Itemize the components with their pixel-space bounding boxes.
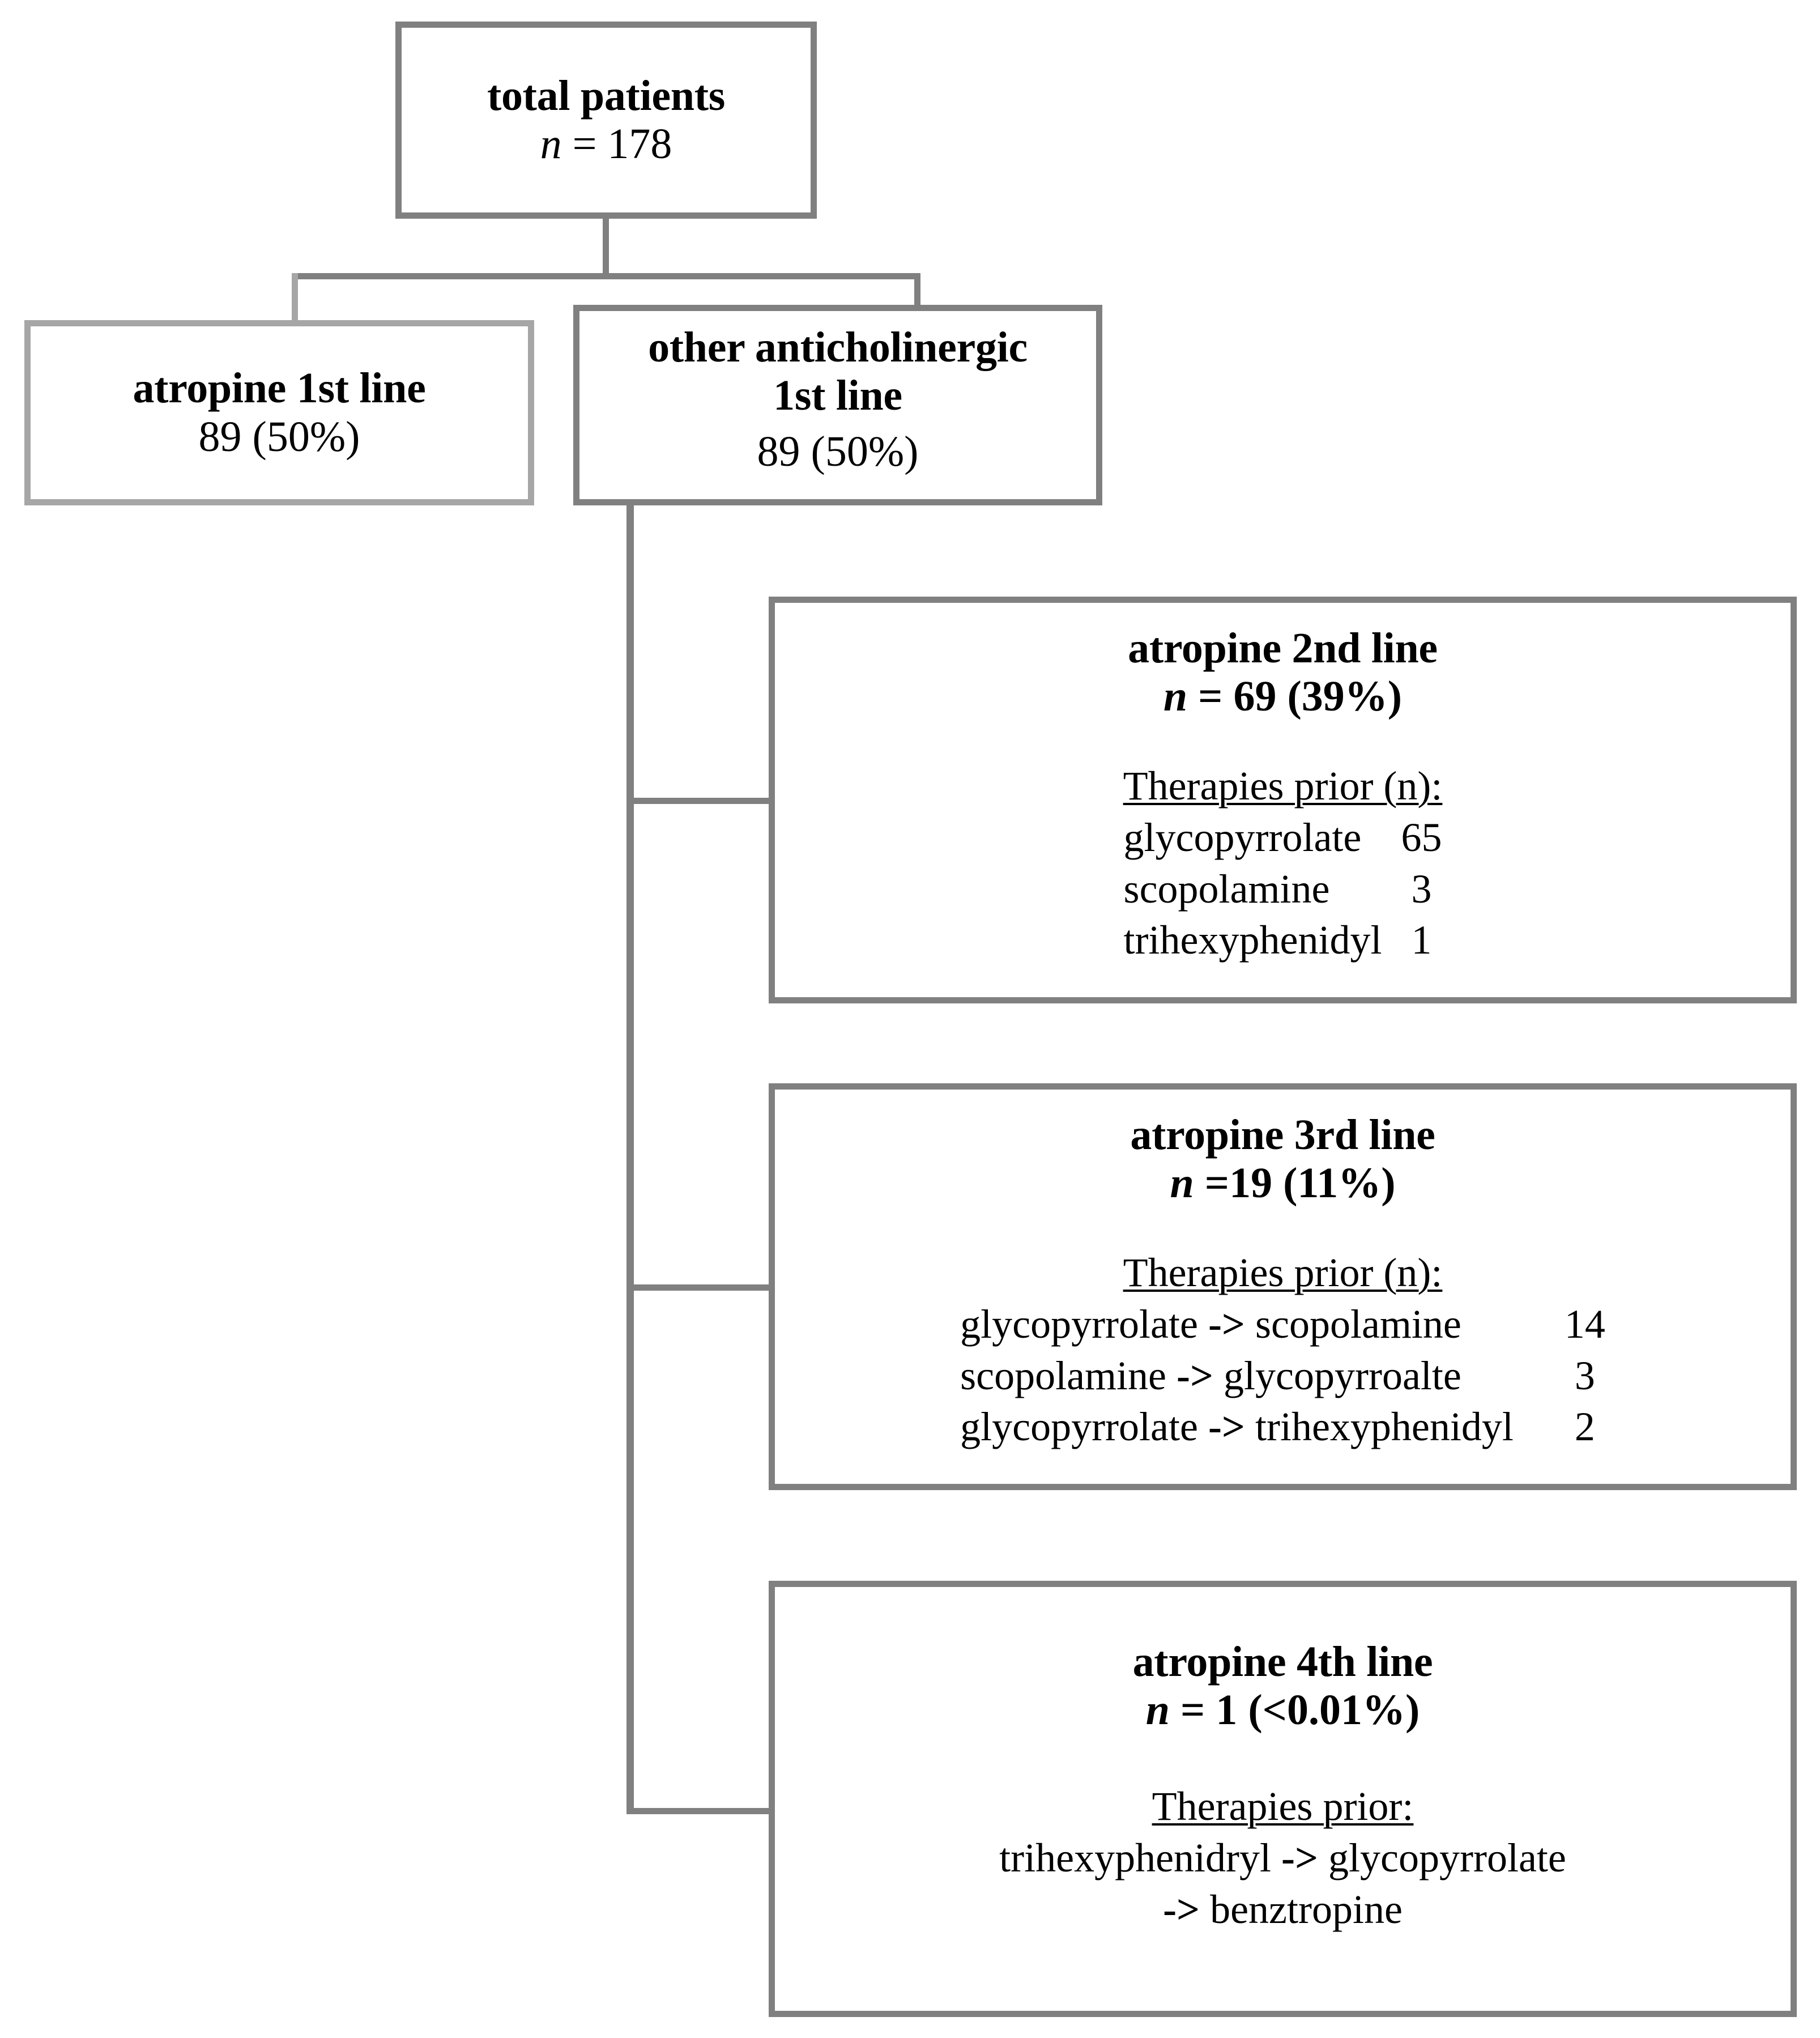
arrow-icon: -> — [1177, 1352, 1214, 1398]
node-atropine-3rd-line-count: n =19 (11%) — [1170, 1159, 1395, 1207]
connector-to-atropine-1st — [292, 273, 298, 322]
therapy-from: trihexyphenidryl — [999, 1835, 1282, 1881]
arrow-icon: -> — [1281, 1835, 1319, 1881]
node-other-anticholinergic-header-line1: other anticholinergic — [648, 324, 1028, 371]
therapy-count: 14 — [1564, 1301, 1605, 1347]
therapy-count: 2 — [1574, 1404, 1595, 1450]
therapy-regimen: glycopyrrolate -> trihexyphenidyl — [960, 1401, 1514, 1453]
therapy-from: scopolamine — [960, 1352, 1167, 1398]
node-other-anticholinergic-count: 89 (50%) — [757, 428, 919, 476]
connector-total-stem — [603, 215, 609, 278]
therapy-to: trihexyphenidyl — [1255, 1404, 1514, 1450]
connector-to-other-anticholinergic — [914, 273, 920, 334]
node-atropine-2nd-line-header: atropine 2nd line — [1128, 624, 1438, 672]
n-symbol: n — [1170, 1159, 1194, 1207]
node-atropine-2nd-line[interactable]: atropine 2nd line n = 69 (39%) Therapies… — [769, 597, 1797, 1003]
connector-to-atropine-3rd — [626, 1284, 775, 1291]
n-value: = 1 (<0.01%) — [1170, 1686, 1420, 1734]
node-atropine-3rd-line-therapies-label: Therapies prior (n): — [1123, 1250, 1443, 1296]
therapy-count: 3 — [1411, 866, 1432, 912]
node-atropine-3rd-line-header: atropine 3rd line — [1130, 1111, 1435, 1159]
node-atropine-4th-line-therapy-line1: trihexyphenidryl -> glycopyrrolate — [999, 1832, 1566, 1884]
node-total-patients-count: n = 178 — [540, 120, 672, 168]
therapy-name: scopolamine — [1123, 866, 1330, 912]
therapy-from: glycopyrrolate — [960, 1301, 1198, 1347]
connector-to-atropine-4th — [626, 1808, 775, 1814]
therapy-regimen: glycopyrrolate -> scopolamine — [960, 1299, 1514, 1350]
therapy-regimen: scopolamine -> glycopyrroalte — [960, 1350, 1514, 1402]
node-atropine-2nd-line-therapy-list: glycopyrrolate 65 scopolamine 3 trihexyp… — [1124, 812, 1442, 966]
therapy-name: trihexyphenidyl — [1123, 917, 1382, 963]
therapy-to: benztropine — [1200, 1886, 1403, 1932]
node-atropine-1st-line[interactable]: atropine 1st line 89 (50%) — [24, 320, 534, 505]
node-atropine-1st-line-header: atropine 1st line — [133, 364, 426, 412]
therapy-count: 1 — [1411, 917, 1432, 963]
node-atropine-2nd-line-count: n = 69 (39%) — [1163, 673, 1402, 721]
arrow-icon: -> — [1208, 1404, 1245, 1450]
connector-split-horizontal — [292, 273, 920, 279]
n-value: = 178 — [561, 120, 672, 168]
therapy-count: 3 — [1574, 1352, 1595, 1398]
node-total-patients[interactable]: total patients n = 178 — [395, 22, 817, 219]
node-atropine-4th-line-header: atropine 4th line — [1132, 1638, 1433, 1686]
node-atropine-4th-line-count: n = 1 (<0.01%) — [1146, 1686, 1420, 1734]
node-other-anticholinergic-1st-line[interactable]: other anticholinergic 1st line 89 (50%) — [573, 305, 1102, 505]
node-atropine-4th-line[interactable]: atropine 4th line n = 1 (<0.01%) Therapi… — [769, 1581, 1797, 2017]
arrow-icon: -> — [1163, 1886, 1200, 1932]
therapy-to: glycopyrrolate — [1318, 1835, 1566, 1881]
node-atropine-4th-line-therapy-line2: -> benztropine — [1163, 1884, 1403, 1935]
n-value: =19 (11%) — [1194, 1159, 1396, 1207]
therapy-name: glycopyrrolate — [1123, 815, 1362, 861]
connector-trunk-vertical — [626, 504, 634, 1814]
node-atropine-2nd-line-therapies-label: Therapies prior (n): — [1123, 763, 1443, 809]
node-other-anticholinergic-header-line2: 1st line — [773, 372, 902, 420]
n-symbol: n — [540, 120, 562, 168]
node-atropine-4th-line-therapies-label: Therapies prior: — [1152, 1784, 1414, 1829]
n-symbol: n — [1145, 1686, 1170, 1734]
node-atropine-3rd-line[interactable]: atropine 3rd line n =19 (11%) Therapies … — [769, 1083, 1797, 1490]
node-total-patients-header: total patients — [487, 71, 726, 120]
connector-to-atropine-2nd — [626, 798, 775, 804]
node-atropine-1st-line-count: 89 (50%) — [198, 412, 360, 461]
n-symbol: n — [1163, 673, 1188, 721]
n-value: = 69 (39%) — [1187, 673, 1403, 721]
arrow-icon: -> — [1208, 1301, 1245, 1347]
therapy-count: 65 — [1401, 815, 1442, 861]
therapy-to: glycopyrroalte — [1224, 1352, 1461, 1398]
therapy-from: glycopyrrolate — [960, 1404, 1198, 1450]
node-atropine-3rd-line-therapy-list: glycopyrrolate -> scopolamine 14 scopola… — [960, 1299, 1605, 1453]
therapy-to: scopolamine — [1255, 1301, 1461, 1347]
